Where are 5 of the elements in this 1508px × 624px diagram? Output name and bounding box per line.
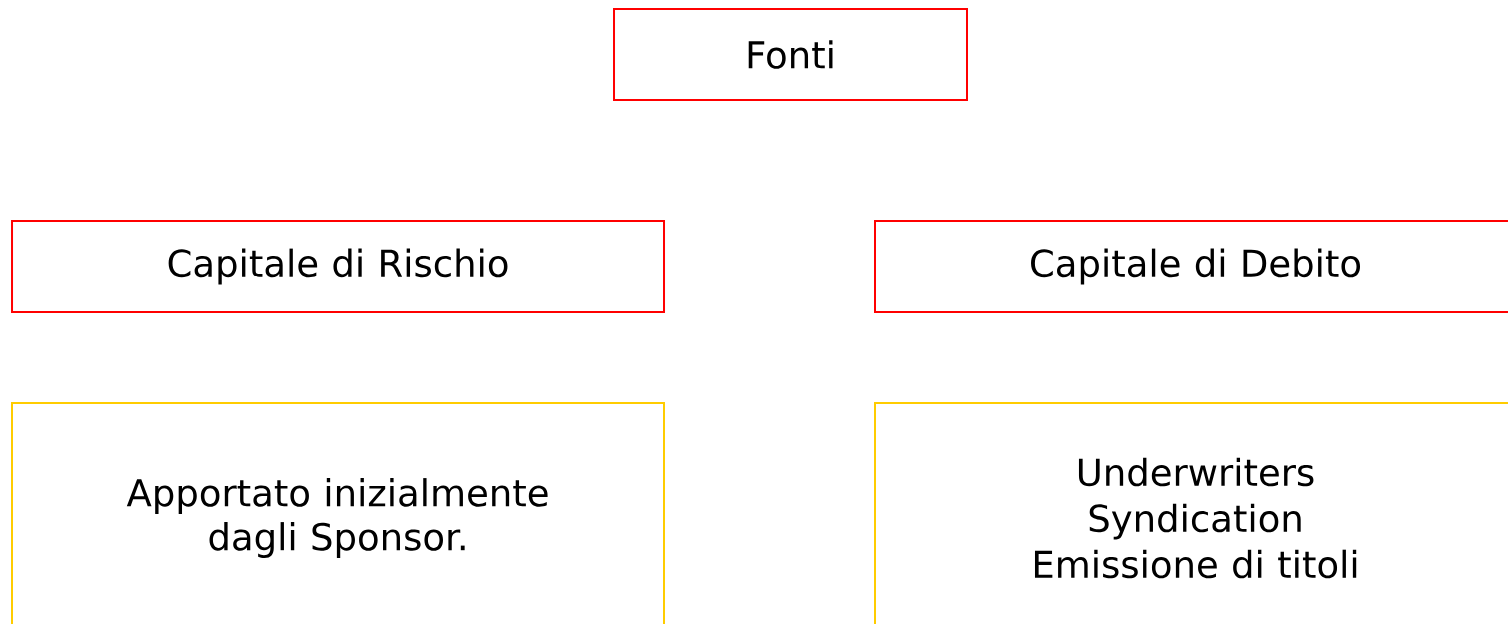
category-box: Fonti — [613, 8, 968, 101]
description-box: Underwriters Syndication Emissione di titoli — [874, 402, 1508, 624]
category-box: Capitale di Debito — [874, 220, 1508, 313]
category-box: Capitale di Rischio — [11, 220, 665, 313]
description-box: Apportato inizialmente dagli Sponsor. — [11, 402, 665, 624]
